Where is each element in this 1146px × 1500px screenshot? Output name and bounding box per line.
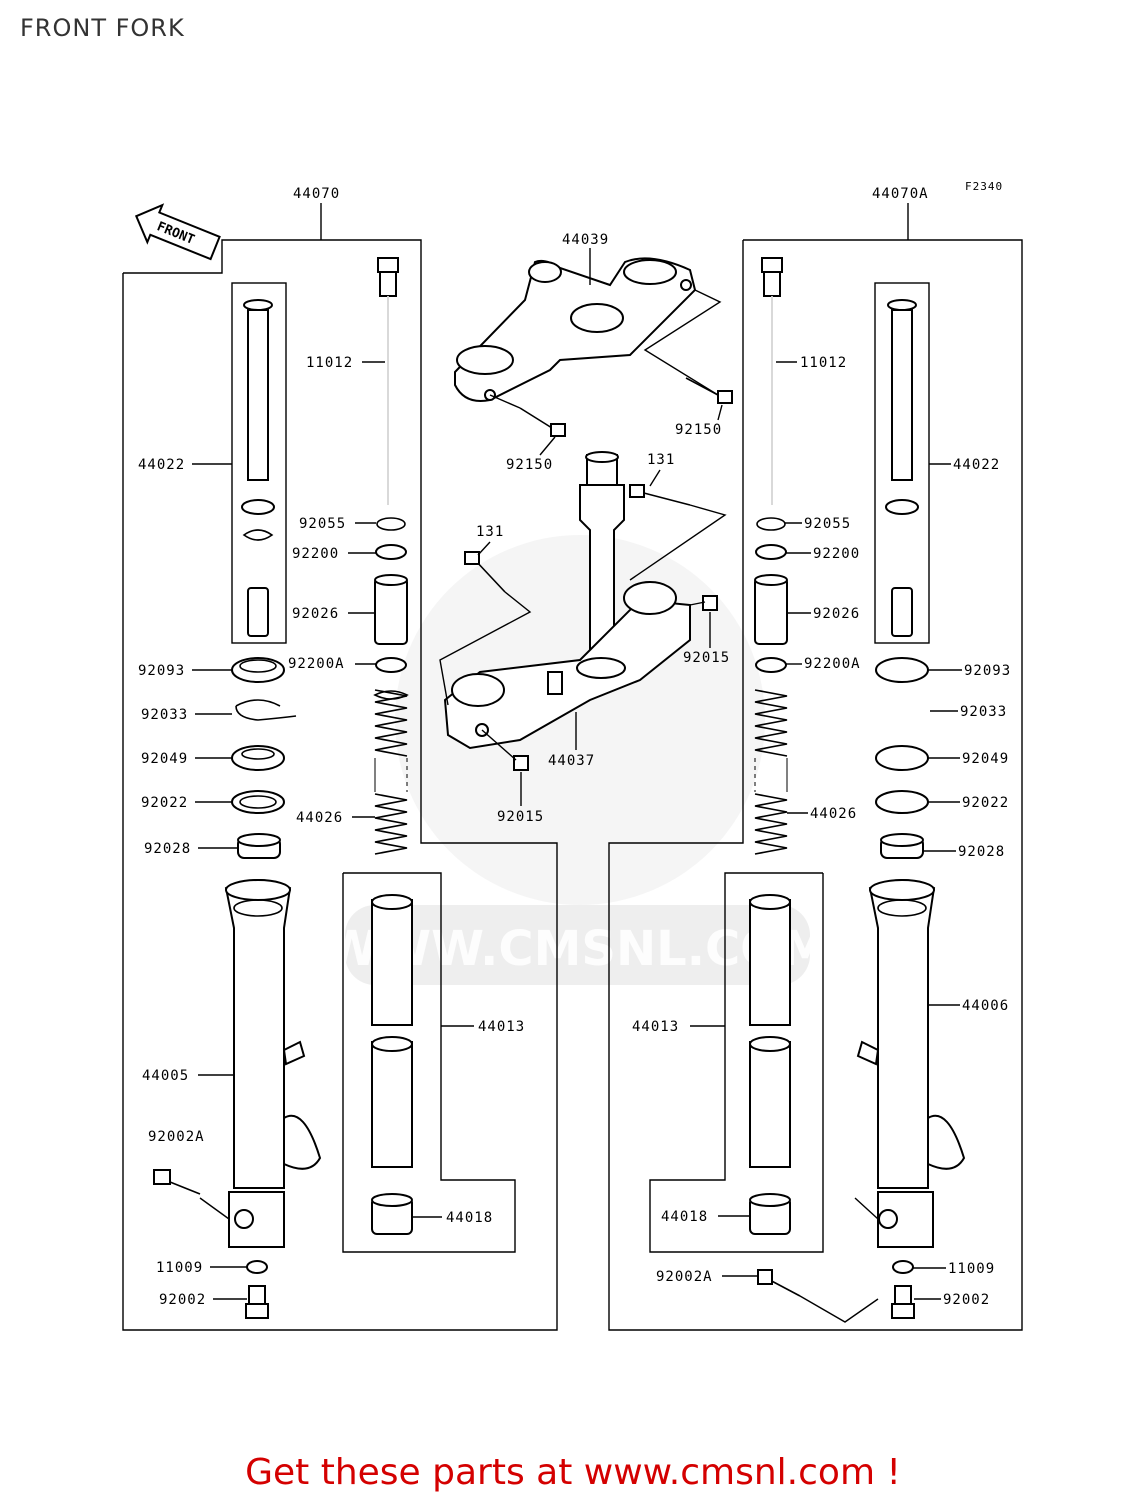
label-11009-right: 11009 [948, 1261, 995, 1277]
page-title: FRONT FORK [20, 14, 185, 42]
label-92015-a: 92015 [683, 650, 730, 666]
label-92200A-right: 92200A [804, 656, 861, 672]
label-92022-left: 92022 [141, 795, 188, 811]
footer-promo-link[interactable]: Get these parts at www.cmsnl.com ! [245, 1452, 901, 1493]
label-44026-right: 44026 [810, 806, 857, 822]
label-92028-left: 92028 [144, 841, 191, 857]
left-assembly-frame: 44070 [122, 186, 558, 1331]
label-92093-right: 92093 [964, 663, 1011, 679]
label-92055-left: 92055 [299, 516, 346, 532]
label-131-b: 131 [476, 524, 504, 540]
figure-code: F2340 [965, 180, 1003, 193]
left-labels: 11012 44022 92055 92200 92026 92093 9220… [138, 355, 525, 1308]
label-44022-right: 44022 [953, 457, 1000, 473]
label-44006-right: 44006 [962, 998, 1009, 1014]
label-92049-left: 92049 [141, 751, 188, 767]
label-92026-right: 92026 [813, 606, 860, 622]
label-44018-left: 44018 [446, 1210, 493, 1226]
label-92200A-left: 92200A [288, 656, 345, 672]
label-92002-left: 92002 [159, 1292, 206, 1308]
label-131-a: 131 [647, 452, 675, 468]
label-92150-a: 92150 [506, 457, 553, 473]
steering-brackets: 44039 92150 92150 44037 131 131 [439, 232, 733, 825]
top-cap-left [241, 299, 275, 637]
label-92049-right: 92049 [962, 751, 1009, 767]
right-assembly-frame: 44070A [608, 186, 1023, 1331]
label-44070A: 44070A [872, 186, 929, 202]
label-92002-right: 92002 [943, 1292, 990, 1308]
label-92026-left: 92026 [292, 606, 339, 622]
label-11009-left: 11009 [156, 1260, 203, 1276]
label-92002A-right: 92002A [656, 1269, 713, 1285]
right-labels: 11012 44022 92055 92200 92026 92200A 920… [632, 355, 1011, 1323]
label-44013-left: 44013 [478, 1019, 525, 1035]
label-44070: 44070 [293, 186, 340, 202]
label-92200-right: 92200 [813, 546, 860, 562]
label-92022-right: 92022 [962, 795, 1009, 811]
label-44013-right: 44013 [632, 1019, 679, 1035]
label-92200-left: 92200 [292, 546, 339, 562]
label-92093-left: 92093 [138, 663, 185, 679]
label-92015-b: 92015 [497, 809, 544, 825]
label-44026-left: 44026 [296, 810, 343, 826]
label-92002A-left: 92002A [148, 1129, 205, 1145]
label-44022-left: 44022 [138, 457, 185, 473]
label-44037: 44037 [548, 753, 595, 769]
label-92033-right: 92033 [960, 704, 1007, 720]
damper-rod-left [377, 257, 399, 505]
label-44005-left: 44005 [142, 1068, 189, 1084]
right-fork-parts [749, 257, 966, 1319]
front-arrow: FRONT [134, 203, 221, 261]
label-92033-left: 92033 [141, 707, 188, 723]
label-92055-right: 92055 [804, 516, 851, 532]
label-44039: 44039 [562, 232, 609, 248]
left-fork-parts [153, 257, 413, 1319]
label-44018-right: 44018 [661, 1209, 708, 1225]
label-11012-right: 11012 [800, 355, 847, 371]
label-92028-right: 92028 [958, 844, 1005, 860]
label-92150-b: 92150 [675, 422, 722, 438]
label-11012-left: 11012 [306, 355, 353, 371]
